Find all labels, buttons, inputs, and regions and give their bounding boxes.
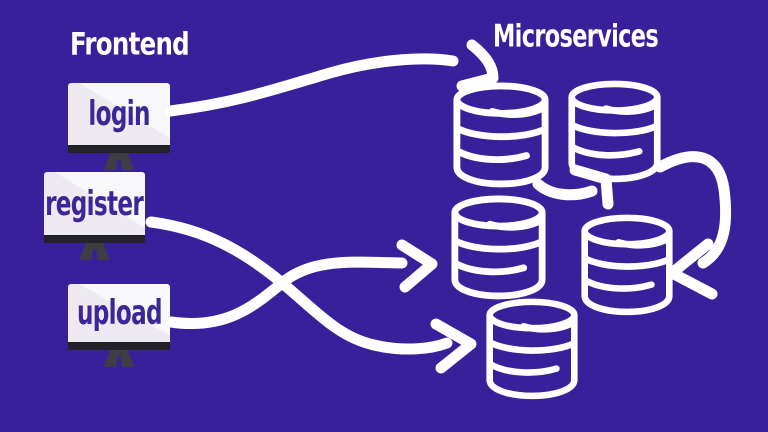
arrow-head — [666, 238, 718, 300]
upload-bezel — [68, 342, 170, 350]
monitor-login: login — [68, 83, 170, 170]
database-icon-5 — [490, 302, 575, 396]
monitor-upload: upload — [68, 284, 170, 367]
database-icon-3 — [455, 199, 542, 296]
arrow-register-to-db5 — [145, 216, 477, 374]
arrow-head — [396, 239, 438, 293]
arrow-shaft — [164, 53, 459, 117]
arrow-login-to-db1 — [164, 39, 499, 117]
login-stand — [104, 153, 134, 170]
arrow-head — [456, 39, 499, 92]
arrow-shaft — [532, 178, 598, 201]
login-screen: login — [68, 83, 170, 145]
database-cluster — [455, 84, 669, 396]
arrow-db1-to-db2 — [532, 164, 614, 210]
monitor-register: register — [44, 172, 145, 260]
database-icon-1 — [457, 86, 545, 184]
login-label: login — [88, 94, 150, 134]
register-screen: register — [44, 172, 145, 235]
upload-stand — [104, 350, 134, 367]
arrow-upload-to-db3 — [165, 239, 438, 329]
frontend-title: Frontend — [70, 26, 190, 63]
database-icon-2 — [572, 84, 658, 179]
database-icon-4 — [585, 218, 670, 312]
upload-screen: upload — [68, 284, 170, 342]
upload-label: upload — [76, 293, 163, 333]
arrow-shaft — [145, 216, 453, 355]
register-stand — [79, 243, 110, 260]
arrow-head — [430, 318, 477, 374]
arrow-db2-to-db4 — [654, 151, 732, 300]
login-bezel — [68, 145, 170, 153]
arrow-shaft — [654, 151, 732, 269]
register-label: register — [45, 183, 145, 224]
microservices-title: Microservices — [493, 18, 659, 55]
arrow-shaft — [165, 256, 408, 329]
arrow-head — [569, 164, 614, 210]
register-bezel — [44, 235, 145, 243]
